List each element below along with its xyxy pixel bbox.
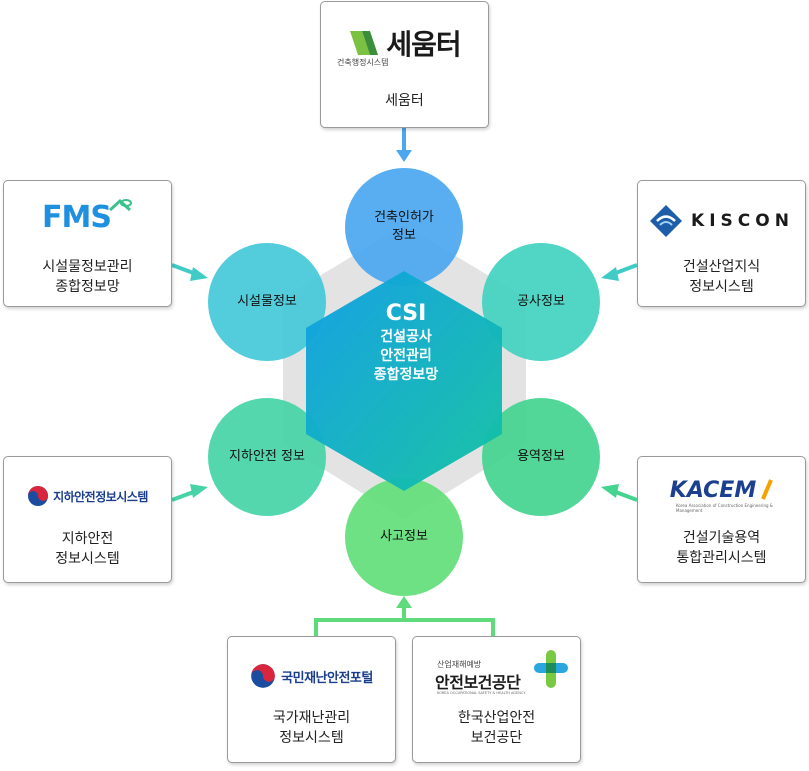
kiscon-logo-text: KISCON — [691, 211, 794, 231]
underground-logo: 지하안전정보시스템 — [4, 481, 171, 511]
underground-logo-text: 지하안전정보시스템 — [53, 489, 148, 504]
underground-label: 지하안전 정보시스템 — [55, 531, 120, 567]
kiscon-logo: KISCON — [638, 201, 805, 241]
seumter-label: 세움터 — [385, 93, 424, 109]
kosha-logo-top: 산업재해예방 — [437, 660, 482, 669]
fms-logo-text: FMS — [42, 199, 112, 235]
arrow-seumter — [396, 128, 412, 162]
arrow-kiscon — [601, 263, 638, 281]
arrow-kacem — [601, 484, 638, 502]
kacem-label: 건설기술용역 통합관리시스템 — [676, 530, 767, 566]
center-label: CSI 건설공사 안전관리 종합정보망 — [306, 300, 506, 385]
system-fms[interactable]: FMS 시설물정보관리 종합정보망 — [3, 180, 172, 307]
center-subtitle: 건설공사 안전관리 종합정보망 — [373, 329, 439, 383]
taegeuk-icon — [251, 664, 275, 688]
system-underground-safety[interactable]: 지하안전정보시스템 지하안전 정보시스템 — [3, 456, 172, 583]
taegeuk-icon — [28, 486, 49, 506]
kacem-logo-sub: Korea Association of Construction Engine… — [676, 503, 773, 513]
circle-underground-info: 지하안전 정보 — [208, 398, 326, 516]
seumter-logo-sub: 건축행정시스템 — [337, 58, 389, 67]
kosha-cross-icon — [534, 650, 568, 688]
system-kacem[interactable]: KACEM Korea Association of Construction … — [637, 456, 806, 583]
kosha-logo-sub: KOREA OCCUPATIONAL SAFETY & HEALTH AGENC… — [437, 691, 526, 695]
system-seumter[interactable]: 세움터 건축행정시스템 세움터 — [320, 1, 489, 128]
circle-accident-info: 사고정보 — [345, 478, 463, 596]
seumter-mark-icon — [350, 31, 379, 55]
disaster-logo-text: 국민재난안전포털 — [281, 670, 373, 686]
kiscon-label: 건설산업지식 정보시스템 — [682, 259, 761, 295]
disaster-logo: 국민재난안전포털 — [228, 661, 395, 691]
circle-service-info: 용역정보 — [482, 398, 600, 516]
center-title: CSI — [385, 301, 427, 326]
system-kiscon[interactable]: KISCON 건설산업지식 정보시스템 — [637, 180, 806, 307]
seumter-logo-text: 세움터 — [386, 28, 461, 61]
arrow-underground — [171, 484, 208, 502]
arrow-bottom — [314, 596, 495, 636]
kacem-slash-icon — [761, 479, 774, 500]
arrow-fms — [171, 263, 208, 281]
leaf-house-icon — [108, 198, 132, 212]
kacem-logo: KACEM — [638, 475, 805, 505]
kosha-label: 한국산업안전 보건공단 — [457, 710, 536, 746]
system-kosha[interactable]: 산업재해예방 안전보건공단 KOREA OCCUPATIONAL SAFETY … — [412, 636, 581, 763]
circle-permit-info: 건축인허가 정보 — [345, 168, 463, 286]
seumter-logo: 세움터 — [321, 18, 488, 68]
fms-label: 시설물정보관리 종합정보망 — [42, 259, 133, 295]
disaster-label: 국가재난관리 정보시스템 — [272, 710, 351, 746]
kacem-logo-text: KACEM — [669, 477, 757, 503]
kosha-logo-main: 안전보건공단 — [435, 673, 521, 692]
kiscon-diamond-icon — [650, 205, 683, 237]
system-national-disaster[interactable]: 국민재난안전포털 국가재난관리 정보시스템 — [227, 636, 396, 763]
fms-logo: FMS — [4, 195, 171, 239]
